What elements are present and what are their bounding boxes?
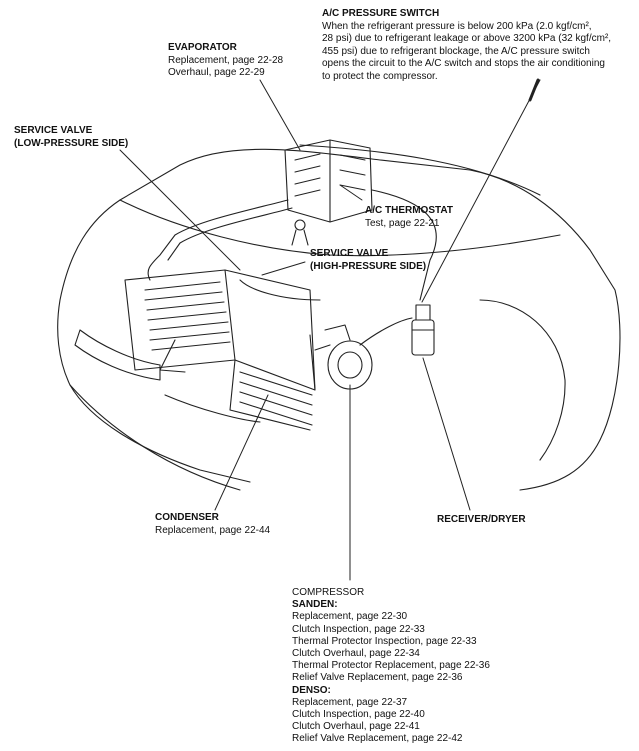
compressor-label: COMPRESSOR SANDEN: Replacement, page 22-… xyxy=(292,587,490,745)
discharge-hose xyxy=(359,317,413,346)
car-body-outline xyxy=(59,148,621,441)
windshield-base xyxy=(299,144,541,196)
wheel-arch-right xyxy=(479,299,566,461)
fender-right xyxy=(519,439,601,491)
headlight-left xyxy=(74,329,161,381)
service-valve-high-label: SERVICE VALVE (HIGH-PRESSURE SIDE) xyxy=(310,248,427,272)
leader-service-valve-low xyxy=(119,149,241,271)
bumper-front xyxy=(69,384,251,483)
receiver-dryer-label: RECEIVER/DRYER xyxy=(437,514,526,525)
high-pressure-line xyxy=(371,189,437,301)
receiver-dryer-unit xyxy=(411,304,435,356)
leader-ac-pressure-switch xyxy=(421,79,541,303)
low-pressure-line xyxy=(147,199,289,281)
ac-thermostat-label: A/C THERMOSTAT Test, page 22-21 xyxy=(365,205,453,229)
grille-line xyxy=(164,394,261,423)
low-pressure-line-2 xyxy=(167,207,293,261)
leader-evaporator xyxy=(259,79,301,151)
fender-left xyxy=(57,299,241,491)
leader-ac-thermostat xyxy=(339,184,363,201)
leader-receiver-dryer xyxy=(422,357,471,511)
compressor-unit xyxy=(309,324,373,391)
leader-ac-pressure-switch-mark xyxy=(528,78,540,102)
leader-service-valve-high xyxy=(261,261,306,276)
service-valve-low-label: SERVICE VALVE (LOW-PRESSURE SIDE) xyxy=(14,125,129,149)
ac-pressure-switch-label: A/C PRESSURE SWITCH When the refrigerant… xyxy=(322,8,612,82)
condenser-unit xyxy=(124,269,316,431)
evaporator-unit xyxy=(284,139,373,246)
condenser-label: CONDENSER Replacement, page 22-44 xyxy=(155,512,271,536)
leader-condenser xyxy=(214,394,269,511)
hood-edge xyxy=(119,199,561,257)
evaporator-label: EVAPORATOR Replacement, page 22-28 Overh… xyxy=(168,42,284,78)
